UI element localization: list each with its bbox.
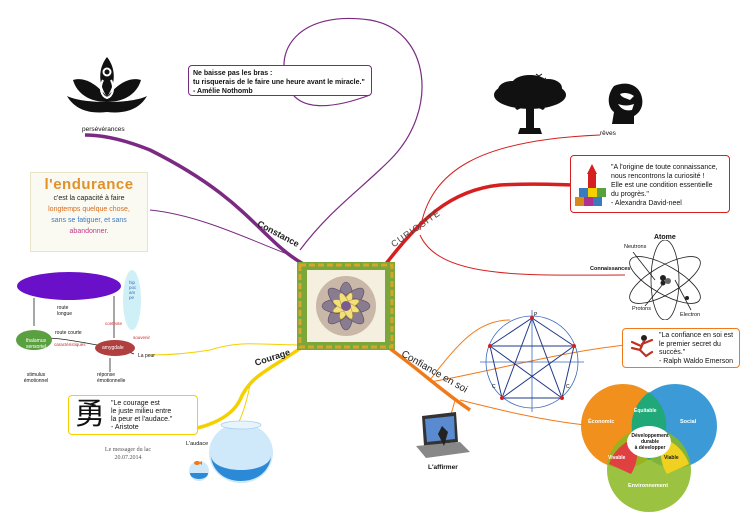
endurance-card: l'endurance c'est la capacité à faire lo… — [30, 172, 148, 252]
stress-souvenir: souvenir — [133, 335, 151, 340]
venn-center-text: Développement durable à développer — [628, 433, 672, 451]
quote-david-neel-line3: Elle est une condition essentielle — [611, 182, 713, 189]
quote-david-neel-box: "A l'origine de toute connaissance, nous… — [570, 155, 730, 213]
quote-david-neel-line5: - Alexandra David-neel — [611, 200, 682, 207]
constance-to-endurance-line — [149, 209, 291, 256]
reves-label: rêves — [600, 130, 616, 137]
endurance-line2: longtemps quelque chose, — [48, 206, 130, 213]
atome-protons: Protons — [632, 306, 651, 312]
quote-david-neel-line1: "A l'origine de toute connaissance, — [611, 164, 718, 171]
curiosite-to-reves-line — [419, 134, 601, 231]
stress-amygdale: amygdale — [102, 345, 124, 351]
constance-branch-line — [84, 133, 306, 267]
confiance-to-star-line — [429, 319, 511, 381]
laffirmer-label: L'affirmer — [428, 464, 458, 471]
stress-route-courte: route courte — [55, 330, 82, 336]
endurance-line1: c'est la capacité à faire — [53, 195, 125, 202]
quote-nothomb-box: Ne baisse pas les bras : tu risquerais d… — [188, 65, 372, 96]
star-geometry-diagram: P C C — [476, 308, 588, 414]
atome-electron: Electron — [680, 312, 701, 318]
jumping-person-icon — [628, 334, 656, 362]
venn-center-line1: Développement — [631, 433, 669, 439]
quote-aristote-line4: - Aristote — [111, 424, 139, 431]
quote-aristote-line1: "Le courage est — [111, 400, 160, 407]
svg-text:C: C — [492, 384, 496, 390]
quote-emerson-box: "La confiance en soi est le premier secr… — [622, 328, 740, 368]
signature-block: Le messager du lac 20.07.2014 — [98, 446, 158, 462]
rocket-blocks-icon — [575, 162, 609, 208]
laudace-label: L'audace — [186, 441, 209, 447]
venn-equitable: Équitable — [634, 408, 657, 414]
stress-reponse: réponse émotionnelle — [97, 372, 126, 384]
quote-emerson-line3: succès." — [659, 349, 686, 356]
perseverances-label: persévérances — [82, 126, 125, 133]
courage-branch-line — [179, 343, 307, 432]
venn-center-line3: à développer — [634, 445, 666, 451]
svg-text:P: P — [534, 312, 538, 318]
stress-route-longue: route longue — [57, 305, 73, 317]
laptop-with-tie-image — [412, 412, 474, 460]
signature-line2: 20.07.2014 — [114, 455, 142, 461]
confiance-to-emerson-line — [429, 341, 656, 383]
endurance-title: l'endurance — [44, 176, 134, 193]
stress-contexte: contexte — [105, 321, 123, 326]
atome-title: Atome — [654, 234, 676, 241]
signature-line1: Le messager du lac — [104, 447, 152, 453]
center-mandala-image — [297, 262, 395, 350]
tree-silhouette-image — [490, 70, 570, 138]
quote-david-neel-line4: du progrès." — [611, 191, 649, 198]
venn-center-line2: durable — [640, 439, 660, 445]
svg-text:C: C — [566, 384, 570, 390]
atom-diagram — [615, 239, 715, 321]
portrait-silhouette-image — [600, 80, 648, 126]
stress-thalamus: thalamus sensoriel — [25, 338, 47, 350]
quote-aristote-box: 勇 "Le courage est le juste milieu entre … — [68, 395, 198, 435]
venn-economic: Économic — [588, 419, 615, 425]
stress-la-peur: La peur — [138, 353, 155, 359]
quote-emerson-line4: - Ralph Waldo Emerson — [659, 357, 734, 365]
connaissances-label: Connaissances — [590, 266, 631, 272]
lotus-meditation-icon — [65, 52, 150, 122]
stress-caracteristiques: caractéristiques — [54, 342, 86, 347]
endurance-line4: abandonner. — [69, 228, 109, 235]
curiosite-to-atome-line — [419, 234, 626, 276]
quote-david-neel-line2: nous rencontrons la curiosité ! — [611, 173, 705, 180]
curiosite-branch-line — [383, 182, 576, 267]
atome-neutrons: Neutrons — [624, 244, 647, 250]
stress-hippocampe: hippocampe — [129, 280, 137, 300]
quote-emerson-line2: le premier secret du — [659, 340, 721, 348]
confiance-branch-line — [383, 343, 471, 412]
quote-nothomb-line1: Ne baisse pas les bras : — [193, 70, 273, 77]
constance-to-quote-line — [283, 17, 423, 251]
quote-nothomb-line2: tu risquerais de le faire une heure avan… — [193, 79, 365, 86]
quote-aristote-line3: la peur et l'audace." — [111, 416, 173, 423]
stress-stimulus: stimulus émotionnel — [23, 372, 49, 384]
venn-environnement: Environnement — [628, 483, 669, 489]
venn-social: Social — [680, 419, 697, 425]
venn-viable: Viable — [664, 455, 679, 461]
quote-emerson-line1: "La confiance en soi est — [659, 332, 734, 339]
confiance-to-venn-line — [459, 399, 586, 426]
endurance-line3: sans se fatiguer, et sans — [51, 217, 127, 224]
venn-vivable: Vivable — [608, 455, 626, 461]
sustainable-venn-diagram — [573, 378, 725, 512]
quote-nothomb-line3: - Amélie Nothomb — [193, 88, 253, 95]
fear-pathway-diagram — [14, 268, 160, 378]
quote-aristote-line2: le juste milieu entre — [111, 408, 172, 415]
courage-to-peur-line — [149, 343, 301, 356]
fish-bowl-image — [185, 415, 275, 485]
courage-kanji-icon: 勇 — [75, 397, 105, 432]
